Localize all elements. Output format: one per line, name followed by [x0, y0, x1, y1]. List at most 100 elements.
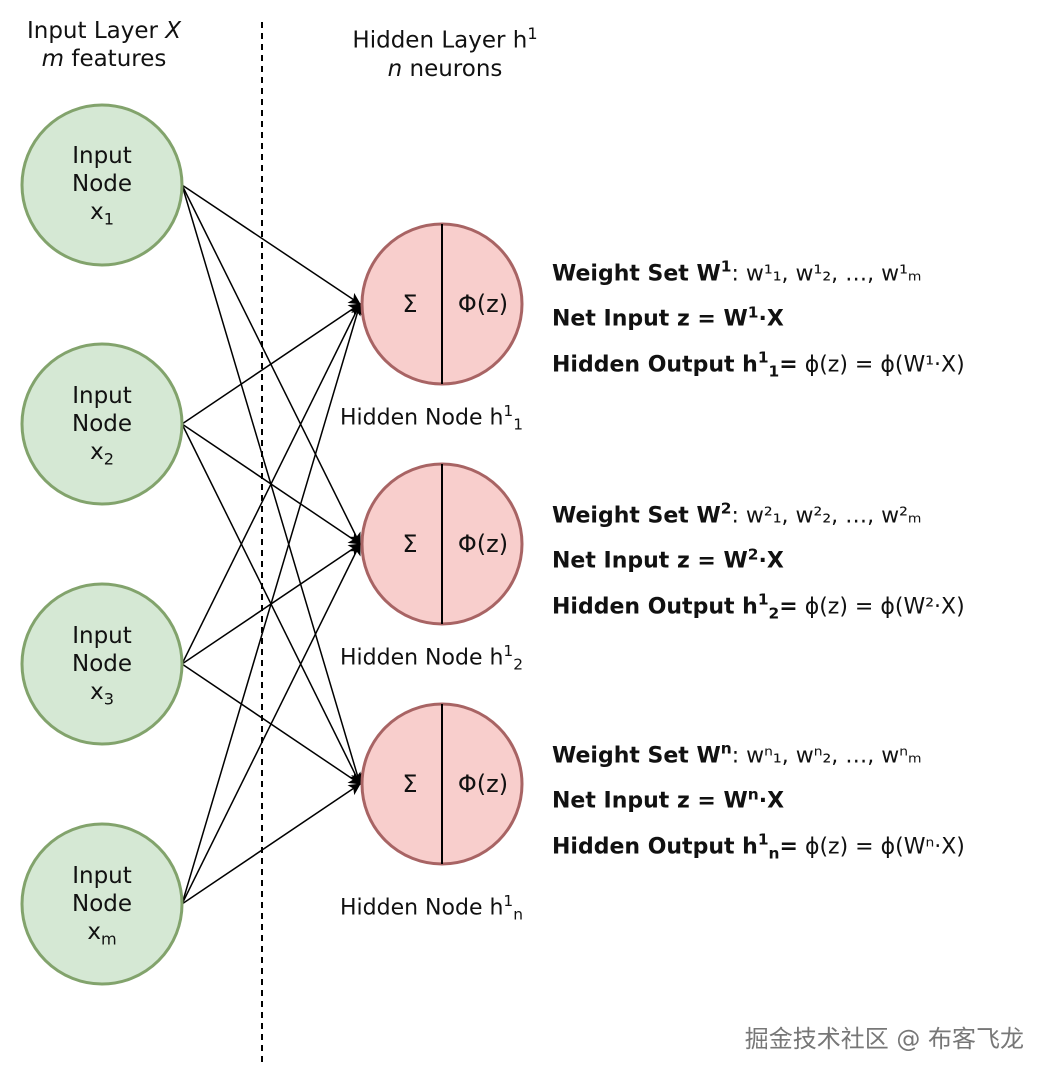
weight-set-1: Weight Set W1: w¹₁, w¹₂, …, w¹ₘ	[552, 248, 965, 293]
connections	[181, 184, 363, 905]
net-input-1-tail: ·X	[758, 306, 784, 332]
input-node-1	[20, 103, 184, 267]
hidden-output-1-expr: ϕ(z) = ϕ(W¹·X)	[804, 351, 965, 377]
watermark: 掘金技术社区 @ 布客飞龙	[744, 1025, 1024, 1053]
edge-in4-h1	[181, 303, 363, 905]
hidden-node-2-caption: Hidden Node h12	[340, 642, 523, 674]
hidden-output-2-sub: 2	[768, 604, 780, 623]
info-block-1: Weight Set W1: w¹₁, w¹₂, …, w¹ₘ Net Inpu…	[552, 248, 965, 390]
net-input-1: Net Input z = W1·X	[552, 293, 965, 338]
input-node-2-label: Input Node x2	[42, 382, 162, 474]
edge-in2-h1	[181, 303, 361, 425]
net-input-2-sup: 2	[747, 545, 759, 564]
input-node-3-line1: Input	[72, 623, 132, 649]
hidden-output-1-sup: 1	[757, 348, 769, 367]
input-node-2	[20, 342, 184, 506]
hidden-output-2: Hidden Output h12= ϕ(z) = ϕ(W²·X)	[552, 581, 965, 633]
hidden-node-1-act: Φ(z)	[457, 290, 509, 318]
hidden-output-n-sub: n	[768, 844, 780, 863]
weight-set-1-values: w¹₁, w¹₂, …, w¹ₘ	[745, 261, 922, 287]
net-input-2: Net Input z = W2·X	[552, 535, 965, 580]
input-node-3-var: x	[90, 679, 104, 705]
edge-in4-h2	[181, 543, 361, 905]
hidden-node-2-caption-sub: 2	[513, 655, 524, 674]
hidden-layer	[360, 222, 524, 866]
hidden-layer-sup: 1	[527, 24, 538, 43]
weight-set-1-colon: :	[731, 261, 739, 287]
net-input-2-label: Net Input z = W	[552, 548, 748, 574]
hidden-output-n-expr: ϕ(z) = ϕ(Wⁿ·X)	[804, 833, 965, 859]
input-node-1-line2: Node	[71, 171, 133, 197]
hidden-output-2-label: Hidden Output h	[552, 593, 758, 619]
input-node-2-line1: Input	[72, 383, 132, 409]
input-node-m-line2: Node	[71, 891, 133, 917]
hidden-node-n-caption-text: Hidden Node h	[340, 895, 504, 921]
input-layer-header: Input Layer X m features	[14, 17, 194, 73]
hidden-node-2-caption-text: Hidden Node h	[340, 645, 504, 671]
hidden-node-n-caption: Hidden Node h1n	[340, 892, 523, 924]
hidden-node-1-caption-text: Hidden Node h	[340, 405, 504, 431]
weight-set-n-colon: :	[731, 743, 740, 769]
input-node-1-label: Input Node x1	[42, 142, 162, 234]
input-node-m-line1: Input	[72, 863, 132, 889]
hidden-node-2-caption-sup: 1	[503, 642, 514, 660]
input-layer-title: Input Layer	[26, 18, 158, 44]
input-node-m	[20, 822, 184, 986]
hidden-output-n-sup: 1	[757, 830, 769, 849]
hidden-neurons: neurons	[409, 55, 503, 82]
input-node-3-sub: 3	[103, 689, 114, 709]
weight-set-2-label: Weight Set W	[552, 503, 721, 529]
edge-in1-h1	[181, 184, 361, 305]
input-node-m-sub: m	[100, 929, 117, 949]
hidden-output-1: Hidden Output h11= ϕ(z) = ϕ(W¹·X)	[552, 339, 965, 391]
weight-set-n-values: wⁿ₁, wⁿ₂, …, wⁿₘ	[746, 743, 922, 769]
weight-set-1-sup: 1	[720, 258, 732, 276]
weight-set-2-colon: :	[731, 503, 739, 529]
weight-set-2-values: w²₁, w²₂, …, w²ₘ	[745, 503, 922, 529]
weight-set-n-sup: n	[720, 740, 732, 758]
weight-set-n-label: Weight Set W	[552, 743, 721, 769]
net-input-n-tail: ·X	[758, 788, 785, 814]
input-node-1-var: x	[90, 199, 104, 225]
net-input-1-label: Net Input z = W	[552, 306, 748, 332]
input-node-m-label: Input Node xm	[42, 862, 162, 954]
hidden-node-n-caption-sub: n	[513, 905, 523, 924]
weight-set-1-label: Weight Set W	[552, 261, 721, 287]
edge-in4-h3	[181, 783, 361, 905]
hidden-node-n-act: Φ(z)	[457, 770, 509, 798]
input-node-2-var: x	[90, 439, 104, 465]
hidden-output-2-eq: =	[779, 593, 798, 619]
input-layer	[20, 103, 184, 986]
hidden-node-n-sum: Σ	[402, 770, 418, 798]
input-node-1-line1: Input	[72, 143, 132, 169]
hidden-node-1-sum: Σ	[402, 290, 418, 318]
weight-set-2: Weight Set W2: w²₁, w²₂, …, w²ₘ	[552, 490, 965, 535]
info-block-n: Weight Set Wn: wⁿ₁, wⁿ₂, …, wⁿₘ Net Inpu…	[552, 730, 965, 872]
input-m: m	[41, 46, 65, 72]
net-input-n-label: Net Input z = W	[552, 788, 748, 814]
hidden-layer-title: Hidden Layer h	[352, 27, 528, 54]
input-node-3-label: Input Node x3	[42, 622, 162, 714]
hidden-node-1-caption-sup: 1	[503, 402, 514, 420]
input-layer-var: X	[165, 18, 182, 44]
info-block-2: Weight Set W2: w²₁, w²₂, …, w²ₘ Net Inpu…	[552, 490, 965, 632]
hidden-layer-header: Hidden Layer h1 n neurons	[330, 20, 560, 83]
hidden-output-n: Hidden Output h1n= ϕ(z) = ϕ(Wⁿ·X)	[552, 821, 965, 873]
input-node-2-sub: 2	[103, 449, 114, 469]
hidden-node-2-sum: Σ	[402, 530, 418, 558]
hidden-output-1-sub: 1	[768, 362, 780, 381]
hidden-output-n-label: Hidden Output h	[552, 833, 758, 859]
input-node-2-line2: Node	[71, 411, 133, 437]
hidden-output-2-sup: 1	[757, 590, 769, 609]
hidden-n: n	[387, 55, 403, 82]
hidden-node-1-caption-sub: 1	[513, 415, 524, 434]
hidden-output-1-eq: =	[779, 351, 798, 377]
net-input-2-tail: ·X	[758, 548, 784, 574]
hidden-output-n-eq: =	[779, 833, 798, 859]
net-input-1-sup: 1	[747, 303, 759, 322]
hidden-output-1-label: Hidden Output h	[552, 351, 758, 377]
input-node-1-sub: 1	[103, 209, 114, 229]
input-node-3	[20, 582, 184, 746]
hidden-node-1-caption: Hidden Node h11	[340, 402, 523, 434]
